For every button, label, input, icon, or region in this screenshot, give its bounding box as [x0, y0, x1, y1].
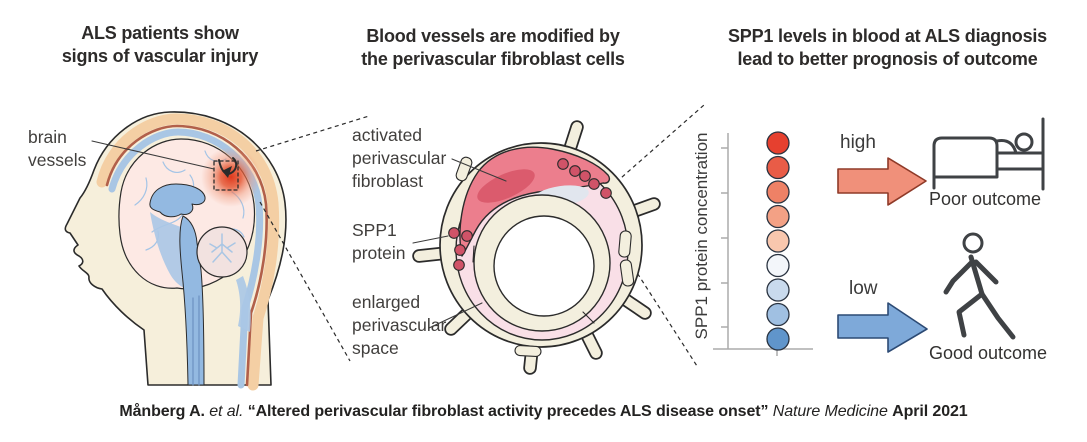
label-spp1-protein: SPP1 protein [352, 220, 406, 263]
vessel-cross-section [412, 120, 661, 375]
panel-left-title: ALS patients show signs of vascular inju… [10, 22, 310, 68]
label-enlarged-space: enlarged perivascular space [352, 292, 447, 358]
low-label: low [849, 278, 878, 299]
poor-outcome-label: Poor outcome [928, 189, 1042, 209]
zoom-connector-lines [255, 104, 705, 367]
scale-dot [766, 204, 790, 229]
panel-middle-title: Blood vessels are modified by the periva… [340, 25, 646, 71]
citation-part: “Altered perivascular fibroblast activit… [247, 403, 769, 420]
panel-left-title-line1: ALS patients show [81, 23, 239, 43]
bed-icon [932, 117, 1045, 191]
citation-part: Nature Medicine [768, 403, 893, 420]
head-illustration [64, 111, 287, 391]
panel-right-title: SPP1 levels in blood at ALS diagnosis le… [705, 25, 1070, 71]
panel-left-title-line2: signs of vascular injury [61, 46, 259, 66]
scale-dot [766, 229, 790, 253]
spp1-scale [713, 131, 813, 356]
scale-dot [766, 131, 790, 155]
high-arrow-icon [837, 157, 927, 206]
scale-dot [766, 302, 790, 327]
high-label: high [840, 132, 876, 153]
spp1-protein-dots [448, 158, 612, 271]
citation: Månberg A. et al. “Altered perivascular … [0, 403, 1087, 421]
label-brain-vessels: brain vessels [28, 127, 87, 170]
panel-right-title-line1: SPP1 levels in blood at ALS diagnosis [727, 26, 1047, 46]
good-outcome-label: Good outcome [928, 343, 1048, 363]
citation-part: Månberg A. [119, 403, 205, 420]
scale-dot [766, 180, 790, 204]
scale-dot [766, 278, 790, 302]
scale-dot [766, 155, 790, 180]
panel-middle-title-line1: Blood vessels are modified by [366, 26, 620, 46]
brain-vessels-pointer-line [91, 140, 215, 170]
spp1-axis-label: SPP1 protein concentration [692, 132, 711, 340]
citation-part: et al. [204, 403, 248, 420]
vascular-injury-glow [201, 147, 261, 207]
zoom-box [213, 160, 239, 191]
panel-middle-title-line2: the perivascular fibroblast cells [361, 49, 625, 69]
vessel-lumen [493, 215, 595, 317]
panel-right-title-line2: lead to better prognosis of outcome [737, 49, 1038, 69]
label-pointer-lines [412, 158, 507, 329]
citation-part: April 2021 [892, 403, 968, 420]
scale-dot [766, 253, 790, 278]
walking-person-icon [943, 232, 1016, 340]
low-arrow-icon [837, 302, 928, 353]
scale-dot [766, 327, 790, 351]
label-activated-fibroblast: activated perivascular fibroblast [352, 125, 447, 191]
